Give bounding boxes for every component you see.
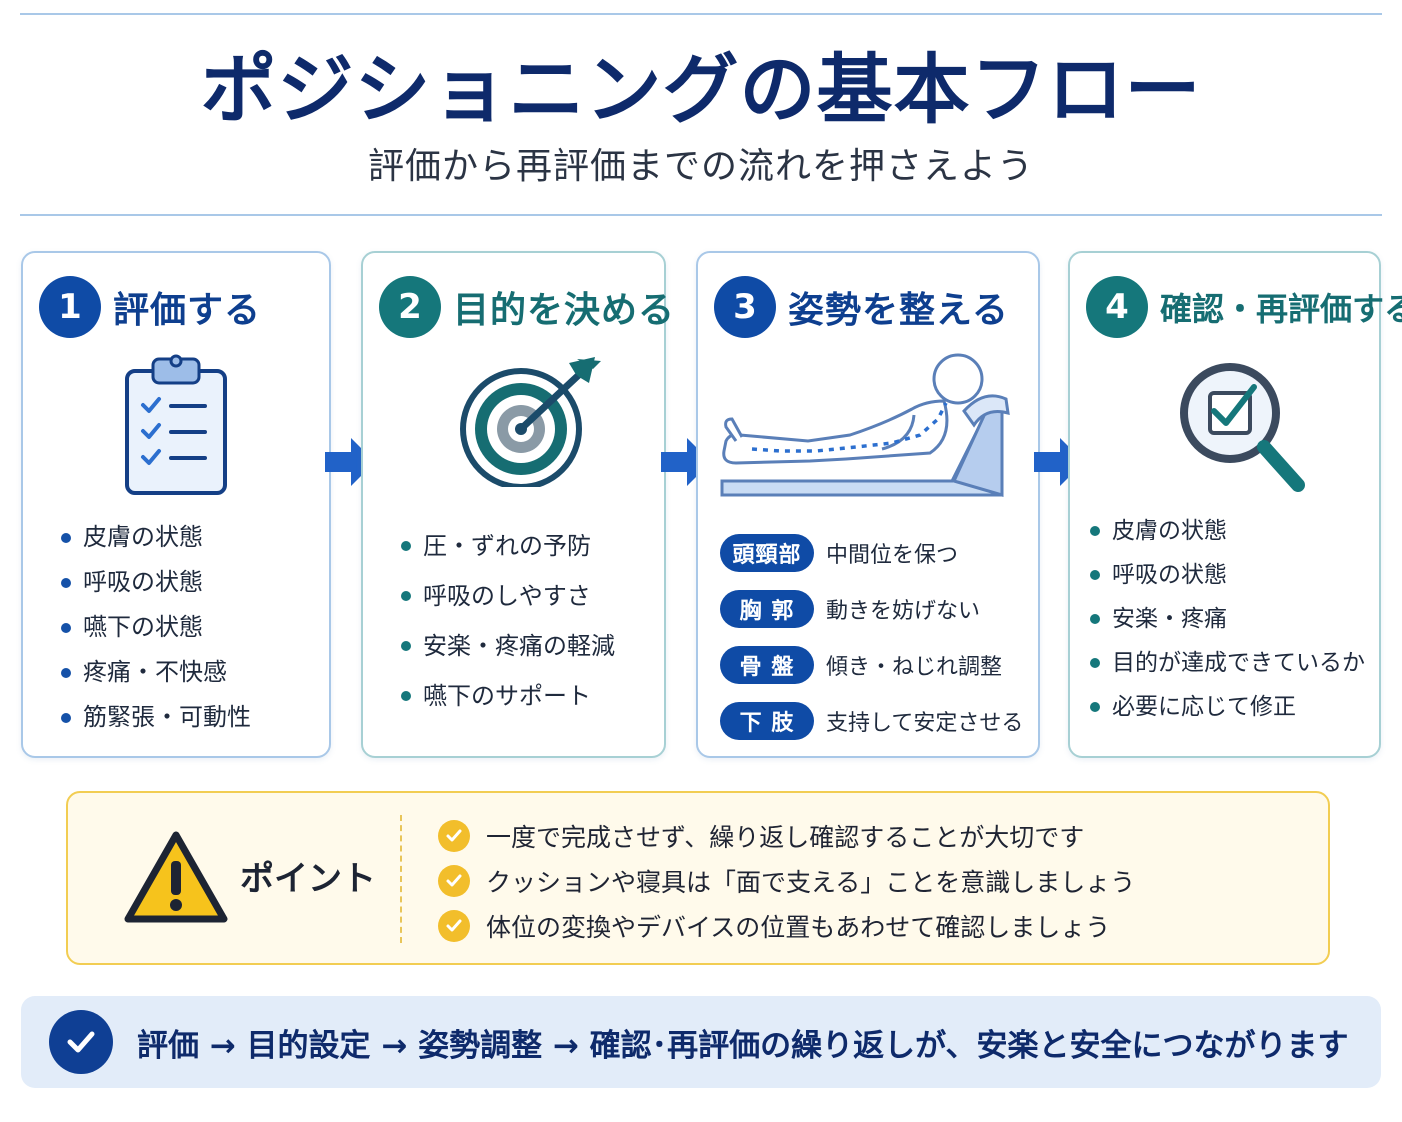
clipboard-checklist-icon xyxy=(125,354,227,495)
body-part-tag: 胸 郭 xyxy=(720,590,814,628)
step-number: 3 xyxy=(714,276,776,338)
evaluate-list: 皮膚の状態 呼吸の状態 嚥下の状態 疼痛・不快感 筋緊張・可動性 xyxy=(57,515,251,740)
body-part-list: 頭頸部 中間位を保つ 胸 郭 動きを妨げない 骨 盤 傾き・ねじれ調整 下 肢 … xyxy=(720,525,1023,749)
point-label: ポイント xyxy=(240,859,376,899)
list-item: 皮膚の状態 xyxy=(1086,509,1365,553)
list-item: 呼吸の状態 xyxy=(57,560,251,605)
body-part-row: 下 肢 支持して安定させる xyxy=(720,693,1023,749)
step-title: 目的を決める xyxy=(453,290,676,331)
check-icon xyxy=(438,864,470,897)
body-part-tag: 下 肢 xyxy=(720,702,814,740)
list-item: 皮膚の状態 xyxy=(57,515,251,560)
step-card-evaluate: 1 評価する 皮膚の状態 呼吸の状態 嚥下の状態 疼痛・不快感 筋緊張・可動性 xyxy=(21,251,331,758)
check-icon xyxy=(438,819,470,852)
point-item-text: 一度で完成させず、繰り返し確認することが大切です xyxy=(486,822,1085,852)
step-card-recheck: 4 確認・再評価する 皮膚の状態 呼吸の状態 安楽・疼痛 目的が達成できているか… xyxy=(1068,251,1402,758)
step-title: 姿勢を整える xyxy=(788,290,1009,331)
list-item: 嚥下のサポート xyxy=(397,671,615,721)
body-part-desc: 動きを妨げない xyxy=(826,599,981,624)
body-part-row: 胸 郭 動きを妨げない xyxy=(720,581,1023,637)
page-title: ポジショニングの基本フロー xyxy=(200,45,1202,134)
top-divider xyxy=(20,13,1382,15)
list-item: 呼吸の状態 xyxy=(1086,553,1365,597)
step-header: 1 評価する xyxy=(39,275,261,339)
list-item: 圧・ずれの予防 xyxy=(397,521,615,571)
step-header: 2 目的を決める xyxy=(379,275,675,339)
body-part-tag: 頭頸部 xyxy=(720,534,814,572)
step-number: 2 xyxy=(379,276,441,338)
body-part-row: 骨 盤 傾き・ねじれ調整 xyxy=(720,637,1023,693)
list-item: 疼痛・不快感 xyxy=(57,650,251,695)
check-circle-icon xyxy=(49,1010,113,1074)
page-subtitle: 評価から再評価までの流れを押さえよう xyxy=(367,146,1034,187)
step-card-posture: 3 姿勢を整える 頭頸部 中間位を保つ 胸 郭 動きを妨げない 骨 盤 傾き・ね… xyxy=(696,251,1040,758)
header-divider xyxy=(20,214,1382,216)
list-item: 必要に応じて修正 xyxy=(1086,685,1365,729)
step-header: 4 確認・再評価する xyxy=(1086,275,1402,339)
target-arrow-icon xyxy=(460,357,601,487)
point-box: ポイント 一度で完成させず、繰り返し確認することが大切です クッションや寝具は「… xyxy=(66,791,1330,965)
list-item: 筋緊張・可動性 xyxy=(57,695,251,740)
list-item: 安楽・疼痛の軽減 xyxy=(397,621,615,671)
check-icon xyxy=(438,909,470,942)
point-item: クッションや寝具は「面で支える」ことを意識しましょう xyxy=(438,858,1135,903)
list-item: 安楽・疼痛 xyxy=(1086,597,1365,641)
goal-list: 圧・ずれの予防 呼吸のしやすさ 安楽・疼痛の軽減 嚥下のサポート xyxy=(397,521,615,721)
body-part-row: 頭頸部 中間位を保つ xyxy=(720,525,1023,581)
body-part-desc: 支持して安定させる xyxy=(826,711,1024,736)
point-item-text: 体位の変換やデバイスの位置もあわせて確認しましょう xyxy=(486,912,1111,942)
list-item: 呼吸のしやすさ xyxy=(397,571,615,621)
point-item: 一度で完成させず、繰り返し確認することが大切です xyxy=(438,813,1135,858)
point-item-text: クッションや寝具は「面で支える」ことを意識しましょう xyxy=(486,867,1136,897)
recheck-list: 皮膚の状態 呼吸の状態 安楽・疼痛 目的が達成できているか 必要に応じて修正 xyxy=(1086,509,1365,729)
step-title: 確認・再評価する xyxy=(1160,290,1402,328)
summary-bar: 評価 → 目的設定 → 姿勢調整 → 確認･再評価の繰り返しが、安楽と安全につな… xyxy=(21,996,1381,1088)
body-part-tag: 骨 盤 xyxy=(720,646,814,684)
list-item: 目的が達成できているか xyxy=(1086,641,1365,685)
reclining-patient-icon xyxy=(720,353,1010,497)
magnifier-check-icon xyxy=(1180,363,1305,492)
summary-text: 評価 → 目的設定 → 姿勢調整 → 確認･再評価の繰り返しが、安楽と安全につな… xyxy=(137,1027,1349,1064)
point-divider xyxy=(400,815,402,943)
point-item: 体位の変換やデバイスの位置もあわせて確認しましょう xyxy=(438,903,1135,948)
step-title: 評価する xyxy=(113,290,262,331)
step-number: 4 xyxy=(1086,276,1148,338)
point-list: 一度で完成させず、繰り返し確認することが大切です クッションや寝具は「面で支える… xyxy=(438,813,1135,948)
list-item: 嚥下の状態 xyxy=(57,605,251,650)
body-part-desc: 中間位を保つ xyxy=(826,543,959,568)
step-card-goal: 2 目的を決める 圧・ずれの予防 呼吸のしやすさ 安楽・疼痛の軽減 嚥下のサポー… xyxy=(361,251,674,758)
step-header: 3 姿勢を整える xyxy=(714,275,1009,339)
warning-icon xyxy=(124,831,228,923)
step-number: 1 xyxy=(39,276,101,338)
body-part-desc: 傾き・ねじれ調整 xyxy=(826,655,1003,680)
